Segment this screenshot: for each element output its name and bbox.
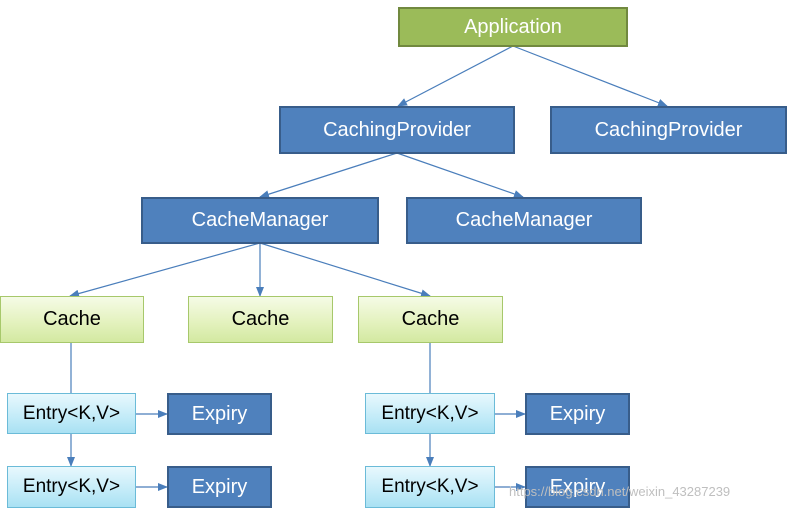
entry-node-1: Entry<K,V> — [7, 393, 136, 434]
entry-node-2: Entry<K,V> — [7, 466, 136, 508]
watermark-text: https://blog.csdn.net/weixin_43287239 — [509, 484, 731, 499]
entry-node-4: Entry<K,V> — [365, 466, 495, 508]
caching-provider-node-1: CachingProvider — [279, 106, 515, 154]
entry-node-3: Entry<K,V> — [365, 393, 495, 434]
edge-application-provider-1 — [397, 45, 514, 107]
edge-provider-manager-1 — [259, 152, 398, 199]
cache-node-1: Cache — [0, 296, 144, 343]
cache-manager-node-1: CacheManager — [141, 197, 379, 244]
expiry-node-3: Expiry — [525, 393, 630, 435]
expiry-node-1: Expiry — [167, 393, 272, 435]
edge-provider-manager-2 — [396, 152, 524, 198]
expiry-node-4: Expiry — [525, 466, 630, 508]
caching-provider-node-2: CachingProvider — [550, 106, 787, 154]
application-node: Application — [398, 7, 628, 47]
cache-node-2: Cache — [188, 296, 333, 343]
edge-manager-cache-1 — [69, 242, 261, 298]
edge-manager-cache-3 — [259, 242, 431, 298]
cache-manager-node-2: CacheManager — [406, 197, 642, 244]
expiry-node-2: Expiry — [167, 466, 272, 508]
cache-node-3: Cache — [358, 296, 503, 343]
edge-application-provider-2 — [512, 45, 668, 107]
